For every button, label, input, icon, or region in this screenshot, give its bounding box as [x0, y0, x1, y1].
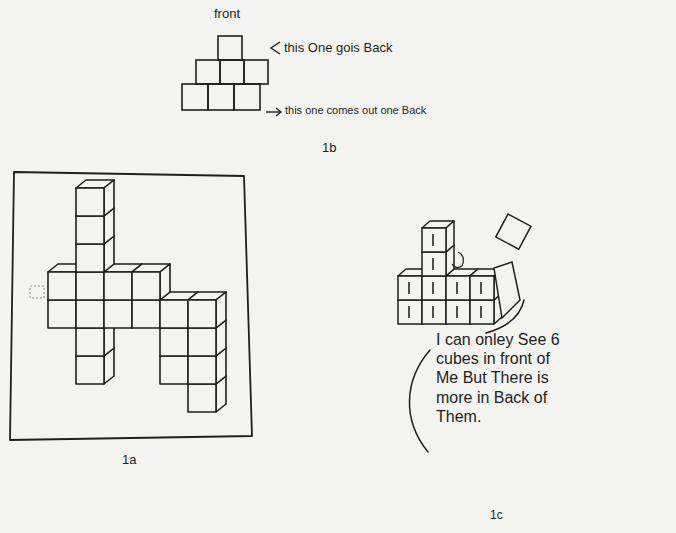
cube-grid-1b	[182, 36, 268, 110]
pointer-marks	[266, 42, 281, 116]
figure-number: 1a	[122, 452, 136, 468]
figure-number: 1b	[322, 140, 336, 156]
cube-structure-1c	[398, 214, 531, 324]
view-label: front	[214, 6, 240, 22]
figure-number: 1c	[490, 508, 503, 522]
cube-structure-1a	[30, 180, 226, 412]
paper-frame	[10, 172, 252, 440]
note: I can onley See 6 cubes in front of Me B…	[436, 330, 566, 426]
annotation: this One gois Back	[284, 40, 392, 56]
annotation: this one comes out one Back	[285, 104, 426, 117]
